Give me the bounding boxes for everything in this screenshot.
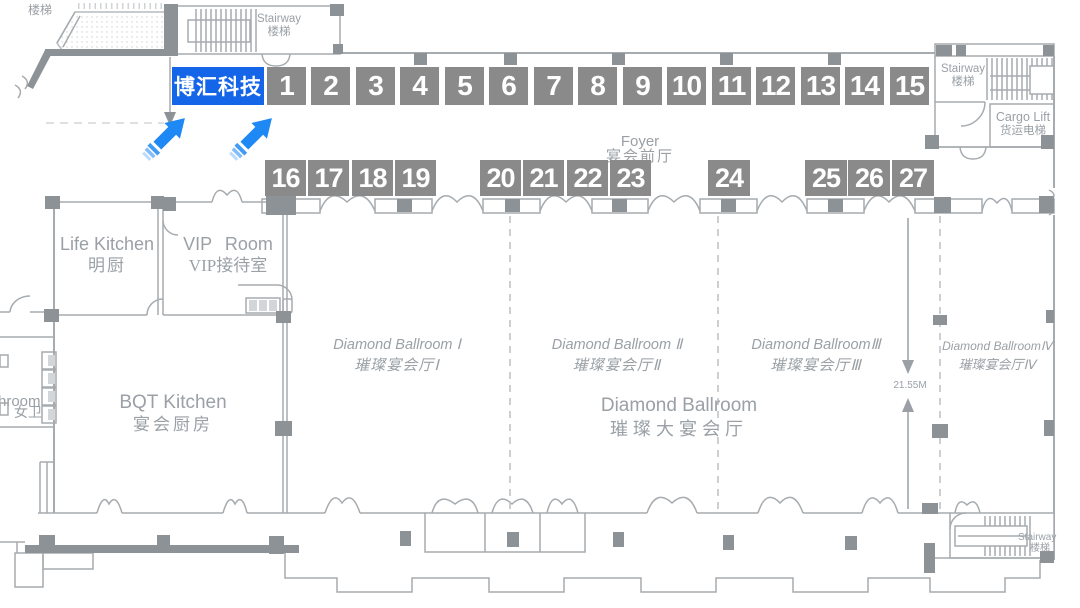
ballroom-main-label-en: Diamond Ballroom: [600, 395, 758, 416]
fixtures: [48, 300, 277, 420]
stairway-top-label-zh: 楼梯: [267, 26, 291, 38]
booth-box: 1: [267, 67, 306, 105]
ballroom-4-label-zh: 璀璨宴会厅Ⅳ: [958, 357, 1036, 372]
ballroom-3-label-en: Diamond BallroomⅢ: [751, 337, 881, 353]
terrace-steps: [284, 553, 1041, 593]
ballroom-main-label-zh: 璀璨大宴会厅: [610, 419, 748, 439]
ballroom-2-label-en: Diamond Ballroom Ⅱ: [551, 337, 683, 353]
booth-box: 9: [623, 67, 662, 105]
booth-box: 15: [890, 67, 929, 105]
stairway-topright-label-en: Stairway: [940, 63, 986, 75]
booth-box: 27: [892, 160, 934, 196]
wall-break-icon: [14, 75, 29, 99]
stairway-topright-block: [934, 43, 1055, 160]
arrow-up-right-icon: [142, 118, 185, 161]
escalator-band: [56, 11, 169, 51]
booth-box: 26: [848, 160, 890, 196]
stairway-topleft-label: 楼梯: [28, 3, 53, 17]
vip-room-label-en: VIP Room: [183, 234, 273, 254]
stairway-bottomright-block: [935, 512, 1055, 559]
booth-box: 19: [395, 160, 436, 196]
dimension-arrow-up-icon: [902, 398, 914, 412]
booth-box: 7: [534, 67, 573, 105]
booth-box: 2: [311, 67, 350, 105]
booth-box: 21: [523, 160, 564, 196]
ballroom-walls: [38, 215, 981, 553]
life-kitchen-label-zh: 明厨: [88, 256, 126, 275]
booth-box: 25: [805, 160, 847, 196]
bqt-kitchen-label-zh: 宴会厨房: [133, 415, 213, 434]
booth-box: 11: [712, 67, 751, 105]
washroom-label-en: hroom: [0, 393, 41, 410]
booth-box: 22: [567, 160, 608, 196]
cargo-lift-label-en: Cargo Lift: [995, 110, 1051, 124]
booth-box: 3: [356, 67, 395, 105]
down-pointer-icon: [164, 112, 176, 126]
booth-box: 4: [400, 67, 439, 105]
stairway-bottomright-label-en: Stairway: [1018, 532, 1057, 543]
booth-box: 6: [489, 67, 528, 105]
foyer-label-en: Foyer: [620, 133, 660, 150]
stairway-top-label-en: Stairway: [256, 13, 302, 25]
ballroom-2-label-zh: 璀璨宴会厅Ⅱ: [572, 358, 662, 374]
dimension-arrow-down-icon: [902, 360, 914, 374]
dimension-label: 21.55M: [893, 380, 927, 391]
entrance-arrows: [142, 118, 272, 161]
ballroom-1-label-en: Diamond Ballroom Ⅰ: [333, 337, 461, 353]
arrow-up-right-icon: [229, 118, 272, 161]
booth-box: 5: [445, 67, 484, 105]
ballroom-1-label-zh: 璀璨宴会厅Ⅰ: [354, 358, 440, 374]
booth-box: 20: [480, 160, 521, 196]
booth-box: 12: [756, 67, 795, 105]
ballroom-4-label-en: Diamond BallroomⅣ: [942, 339, 1052, 353]
booth-box: 10: [667, 67, 706, 105]
stairway-topright-label-zh: 楼梯: [951, 76, 975, 88]
cargo-lift-label-zh: 货运电梯: [1000, 125, 1046, 137]
booth-box: 14: [845, 67, 884, 105]
life-kitchen-label-en: Life Kitchen: [59, 234, 155, 254]
pillars: [25, 4, 1054, 573]
brand-booth: 博汇科技: [172, 67, 264, 105]
booth-box: 24: [708, 160, 750, 196]
booth-box: 17: [308, 160, 349, 196]
booth-box: 13: [801, 67, 840, 105]
vip-room-label-zh: VIP接待室: [188, 256, 268, 275]
stairway-top-block: [175, 5, 341, 67]
booth-box: 23: [610, 160, 651, 196]
bqt-kitchen-label-en: BQT Kitchen: [119, 392, 227, 413]
washroom-label-zh: 女卫: [14, 406, 42, 421]
booth-box: 16: [265, 160, 306, 196]
booth-box: 8: [578, 67, 617, 105]
ballroom-3-label-zh: 璀璨宴会厅Ⅲ: [770, 358, 862, 374]
booth-box: 18: [352, 160, 393, 196]
stairway-bottomright-label-zh: 楼梯: [1030, 543, 1050, 554]
walls: [0, 3, 1055, 593]
